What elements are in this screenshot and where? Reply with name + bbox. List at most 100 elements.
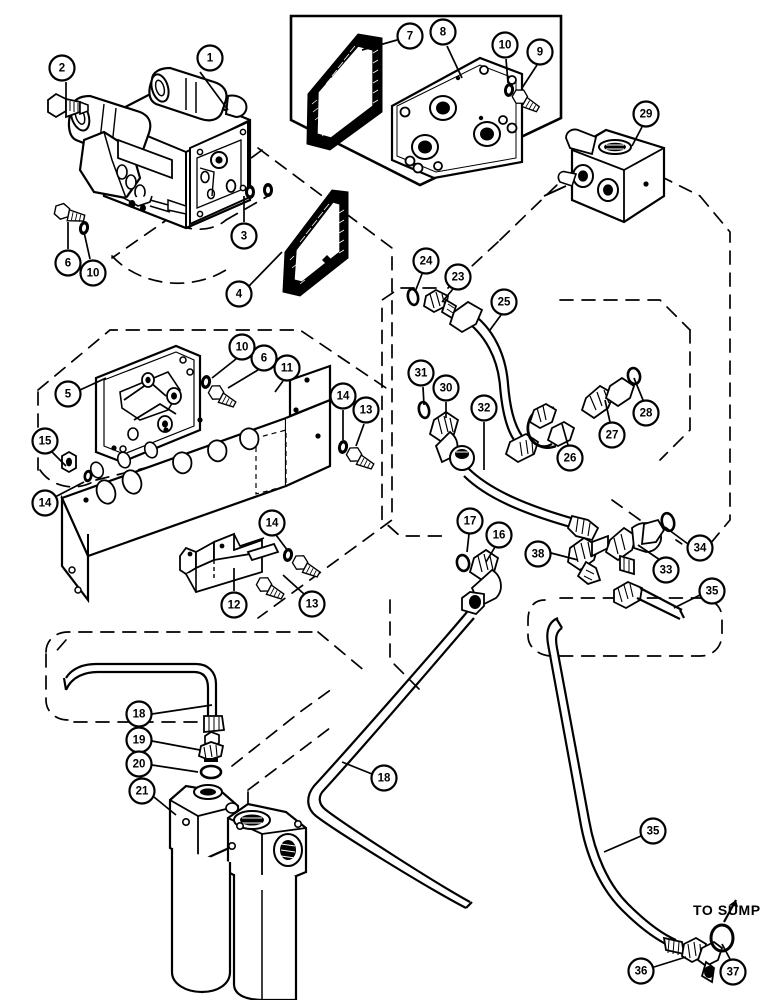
callout-bubble[interactable] bbox=[196, 44, 224, 72]
callout-bubble[interactable] bbox=[250, 344, 278, 372]
callout-9-cap-screw[interactable]: 9 bbox=[521, 38, 554, 89]
callout-3-o-ring-pair[interactable]: 3 bbox=[230, 196, 258, 250]
callout-13-cap-screw[interactable]: 13 bbox=[352, 396, 380, 447]
callout-bubble[interactable] bbox=[412, 247, 440, 275]
callout-6-cap-screw[interactable]: 6 bbox=[227, 344, 278, 389]
callout-21-filter-assembly[interactable]: 21 bbox=[128, 777, 177, 816]
callout-bubble[interactable] bbox=[652, 556, 680, 584]
callout-bubble[interactable] bbox=[79, 259, 107, 287]
callout-37-o-ring[interactable]: 37 bbox=[719, 943, 747, 986]
callout-35-tube[interactable]: 35 bbox=[673, 577, 726, 609]
callout-bubble[interactable] bbox=[230, 222, 258, 250]
callout-15-nut[interactable]: 15 bbox=[31, 427, 67, 467]
callout-bubble[interactable] bbox=[128, 777, 156, 805]
callout-bubble[interactable] bbox=[54, 249, 82, 277]
callout-bubble[interactable] bbox=[639, 817, 667, 845]
callout-number: 17 bbox=[464, 516, 477, 528]
callout-bubble[interactable] bbox=[524, 540, 552, 568]
callout-29-control-valve[interactable]: 29 bbox=[631, 100, 660, 147]
callout-bubble[interactable] bbox=[352, 396, 380, 424]
callout-14-lock-washer[interactable]: 14 bbox=[329, 382, 357, 441]
callout-25-tube[interactable]: 25 bbox=[489, 288, 518, 331]
callout-bubble[interactable] bbox=[370, 764, 398, 792]
callout-33-union-fitting[interactable]: 33 bbox=[637, 544, 680, 584]
callout-bubble[interactable] bbox=[220, 591, 248, 619]
callout-36-elbow-fitting[interactable]: 36 bbox=[627, 956, 687, 985]
callout-bubble[interactable] bbox=[598, 421, 626, 449]
callout-leader-line bbox=[604, 399, 611, 423]
callout-bubble[interactable] bbox=[456, 507, 484, 535]
callout-bubble[interactable] bbox=[125, 750, 153, 778]
callout-7-cover-gasket[interactable]: 7 bbox=[361, 22, 424, 51]
callout-2-fitting-elbow[interactable]: 2 bbox=[48, 54, 76, 101]
callout-1-hydraulic-pump-assembly[interactable]: 1 bbox=[196, 44, 229, 111]
callout-6-cap-screw[interactable]: 6 bbox=[54, 222, 82, 277]
callout-bubble[interactable] bbox=[490, 288, 518, 316]
callout-12-support-clamp[interactable]: 12 bbox=[220, 568, 248, 619]
callout-bubble[interactable] bbox=[432, 374, 460, 402]
callout-bubble[interactable] bbox=[485, 521, 513, 549]
callout-18-tube[interactable]: 18 bbox=[341, 761, 398, 792]
tube-32 bbox=[463, 467, 600, 542]
callout-bubble[interactable] bbox=[329, 382, 357, 410]
callout-38-tee-fitting[interactable]: 38 bbox=[524, 540, 579, 568]
callout-5-valve-plate-assembly[interactable]: 5 bbox=[54, 377, 107, 408]
callout-bubble[interactable] bbox=[491, 31, 519, 59]
callout-bubble[interactable] bbox=[273, 354, 301, 382]
callout-30-elbow-fitting[interactable]: 30 bbox=[432, 374, 460, 419]
callout-bubble[interactable] bbox=[526, 38, 554, 66]
callout-10-lock-washer[interactable]: 10 bbox=[79, 231, 107, 287]
callout-number: 5 bbox=[65, 389, 72, 401]
callout-35-tube[interactable]: 35 bbox=[603, 817, 667, 853]
callout-bubble[interactable] bbox=[258, 509, 286, 537]
callout-bubble[interactable] bbox=[396, 22, 424, 50]
callout-13-cap-screw[interactable]: 13 bbox=[282, 574, 326, 618]
callout-number: 1 bbox=[207, 53, 214, 65]
callout-14-lock-washer[interactable]: 14 bbox=[258, 509, 289, 552]
callout-bubble[interactable] bbox=[627, 957, 655, 985]
tube-25 bbox=[448, 300, 540, 464]
callout-leader-line bbox=[485, 546, 496, 563]
callout-bubble[interactable] bbox=[225, 280, 253, 308]
mounting-bracket-11 bbox=[60, 364, 332, 604]
callout-bubble[interactable] bbox=[31, 489, 59, 517]
callout-10-lock-washer[interactable]: 10 bbox=[491, 31, 519, 84]
callout-19-connector-fitting[interactable]: 19 bbox=[125, 726, 201, 754]
callout-bubble[interactable] bbox=[686, 534, 714, 562]
callout-bubble[interactable] bbox=[632, 100, 660, 128]
callout-17-o-ring[interactable]: 17 bbox=[456, 507, 484, 553]
callout-34-o-ring[interactable]: 34 bbox=[664, 526, 714, 562]
callout-bubble[interactable] bbox=[719, 958, 747, 986]
callout-bubble[interactable] bbox=[632, 399, 660, 427]
callout-14-lock-washer[interactable]: 14 bbox=[31, 481, 85, 517]
callout-16-elbow-fitting[interactable]: 16 bbox=[485, 521, 513, 563]
callout-number: 37 bbox=[727, 967, 740, 979]
callout-bubble[interactable] bbox=[698, 577, 726, 605]
callout-31-o-ring[interactable]: 31 bbox=[407, 359, 435, 406]
callout-bubble[interactable] bbox=[444, 263, 472, 291]
callout-23-connector-fitting[interactable]: 23 bbox=[441, 263, 472, 303]
callout-bubble[interactable] bbox=[556, 444, 584, 472]
callout-leader-line bbox=[227, 369, 259, 389]
callout-8-cover-plate[interactable]: 8 bbox=[429, 18, 463, 79]
callout-18-tube[interactable]: 18 bbox=[125, 700, 213, 728]
callout-11-mounting-bracket[interactable]: 11 bbox=[273, 354, 301, 393]
callout-10-lock-washer[interactable]: 10 bbox=[211, 333, 256, 379]
callout-26-elbow-fitting[interactable]: 26 bbox=[556, 423, 584, 472]
callout-32-tube[interactable]: 32 bbox=[470, 394, 498, 471]
cover-gasket-7 bbox=[306, 33, 383, 151]
callout-leader-line bbox=[422, 386, 425, 406]
callout-27-connector-fitting[interactable]: 27 bbox=[598, 399, 626, 449]
callout-28-o-ring[interactable]: 28 bbox=[632, 377, 660, 427]
callout-bubble[interactable] bbox=[54, 380, 82, 408]
callout-4-gasket[interactable]: 4 bbox=[225, 251, 283, 308]
callout-bubble[interactable] bbox=[228, 333, 256, 361]
callout-bubble[interactable] bbox=[298, 590, 326, 618]
callout-20-o-ring[interactable]: 20 bbox=[125, 750, 199, 778]
callout-bubble[interactable] bbox=[48, 54, 76, 82]
callout-bubble[interactable] bbox=[470, 394, 498, 422]
callout-24-o-ring[interactable]: 24 bbox=[412, 247, 440, 293]
callout-bubble[interactable] bbox=[407, 359, 435, 387]
callout-bubble[interactable] bbox=[31, 427, 59, 455]
callout-bubble[interactable] bbox=[429, 18, 457, 46]
